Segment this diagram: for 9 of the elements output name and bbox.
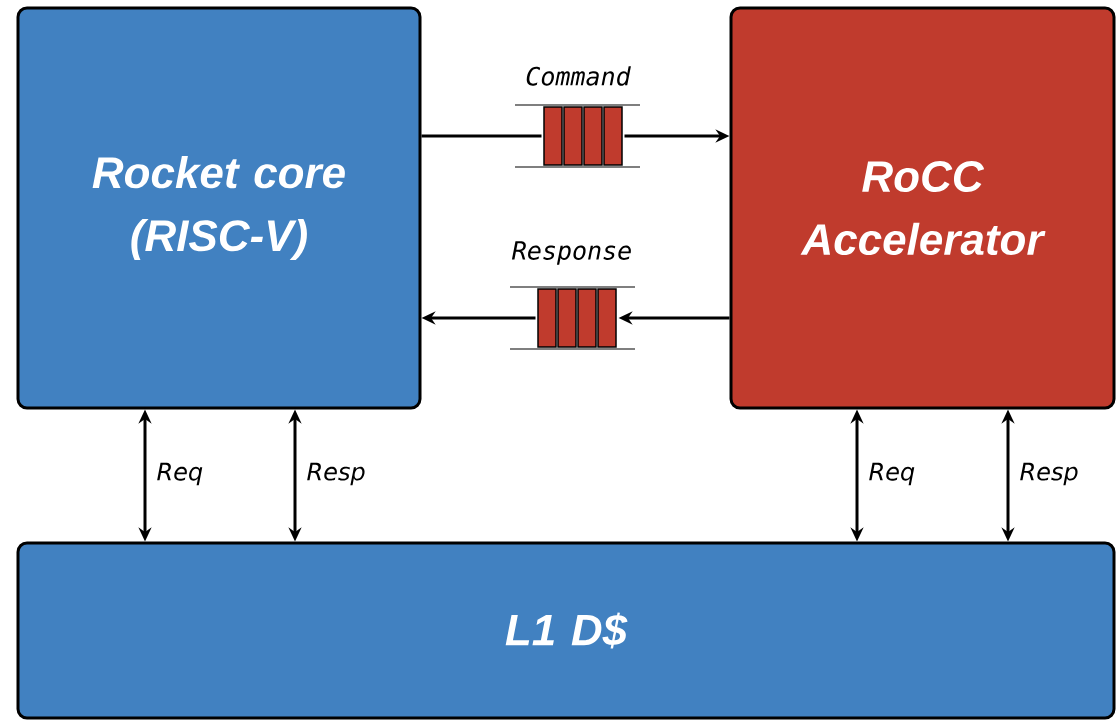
edge-label: Resp: [1017, 460, 1081, 488]
edge-label: Req: [866, 460, 918, 488]
queue-label: Response: [511, 241, 631, 265]
accelerator-box: RoCC Accelerator: [729, 6, 1116, 410]
edge-label: Req: [154, 460, 206, 488]
core-box: Rocket core (RISC-V): [16, 6, 422, 410]
cache-box: L1 D$: [16, 541, 1116, 720]
edge-label: Resp: [304, 460, 368, 488]
queue-label: Command: [526, 66, 631, 86]
